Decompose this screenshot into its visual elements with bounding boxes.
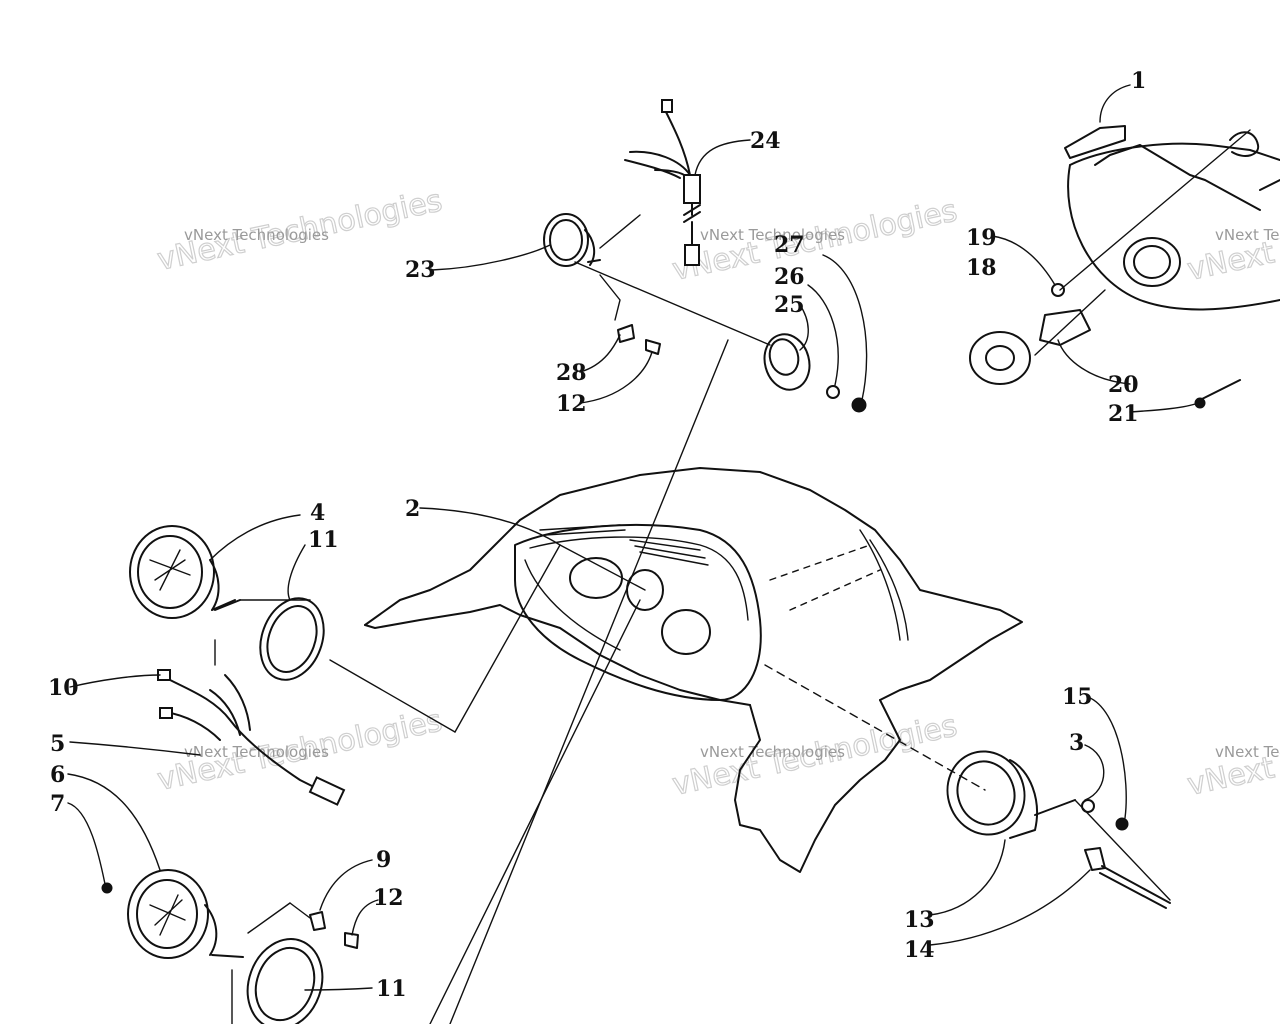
- callout-5: 5: [50, 731, 65, 757]
- watermark-small: vNext Technologies: [1215, 743, 1280, 761]
- callout-11: 11: [376, 976, 407, 1002]
- callout-21: 21: [1108, 401, 1139, 427]
- watermark-small: vNext Technologies: [184, 226, 329, 244]
- wire-harness-24: [624, 99, 701, 266]
- headlight-housing-1: [1064, 125, 1280, 311]
- headlight-switch-parts: [969, 129, 1251, 409]
- reference-lines: [214, 339, 1171, 1024]
- callout-6: 6: [50, 762, 65, 788]
- callout-9: 9: [376, 847, 391, 873]
- watermark-small: vNext Technologies: [700, 226, 845, 244]
- callout-11: 11: [308, 527, 339, 553]
- callout-7: 7: [50, 791, 65, 817]
- callout-3: 3: [1069, 730, 1084, 756]
- callout-19: 19: [966, 225, 997, 251]
- callout-23: 23: [405, 257, 436, 283]
- callout-15: 15: [1062, 684, 1093, 710]
- callout-26: 26: [774, 264, 805, 290]
- bulb-socket-28: [617, 324, 661, 355]
- callout-20: 20: [1108, 372, 1139, 398]
- watermark-small: vNext Technologies: [700, 743, 845, 761]
- gauge-6-speedometer: [101, 869, 244, 959]
- callout-labels: 1 2 3 4 5 6 7 9 10 11 11 12 12 13 14 15 …: [48, 68, 1146, 1002]
- wire-harness-5: [157, 669, 346, 806]
- bulb-socket-9: [247, 902, 359, 949]
- leader-lines: [67, 84, 1199, 991]
- gauge-4-tachometer: [129, 525, 241, 619]
- callout-4: 4: [310, 500, 325, 526]
- bezel-ring-11-upper: [259, 597, 325, 681]
- callout-18: 18: [966, 255, 997, 281]
- callout-2: 2: [405, 496, 420, 522]
- callout-12: 12: [373, 885, 404, 911]
- callout-10: 10: [48, 675, 79, 701]
- watermark-small: vNext Technologies: [184, 743, 329, 761]
- callout-1: 1: [1131, 68, 1146, 94]
- watermark-small: vNext Technologies: [1215, 226, 1280, 244]
- callout-28: 28: [556, 360, 587, 386]
- hood-console: [364, 467, 1023, 873]
- callout-14: 14: [904, 937, 935, 963]
- gauge-23: [543, 213, 771, 346]
- bezel-13: [946, 750, 1076, 839]
- bezel-ring-11-lower: [246, 938, 324, 1024]
- speedo-cable-14: [1081, 799, 1171, 909]
- bezel-ring-25: [763, 333, 867, 413]
- callout-12: 12: [556, 391, 587, 417]
- gauge-hole-right: [661, 609, 711, 655]
- callout-25: 25: [774, 292, 805, 318]
- callout-13: 13: [904, 907, 935, 933]
- watermark-group: vNext Technologies vNext Technologies vN…: [154, 183, 1280, 804]
- callout-27: 27: [774, 232, 805, 258]
- callout-24: 24: [750, 128, 781, 154]
